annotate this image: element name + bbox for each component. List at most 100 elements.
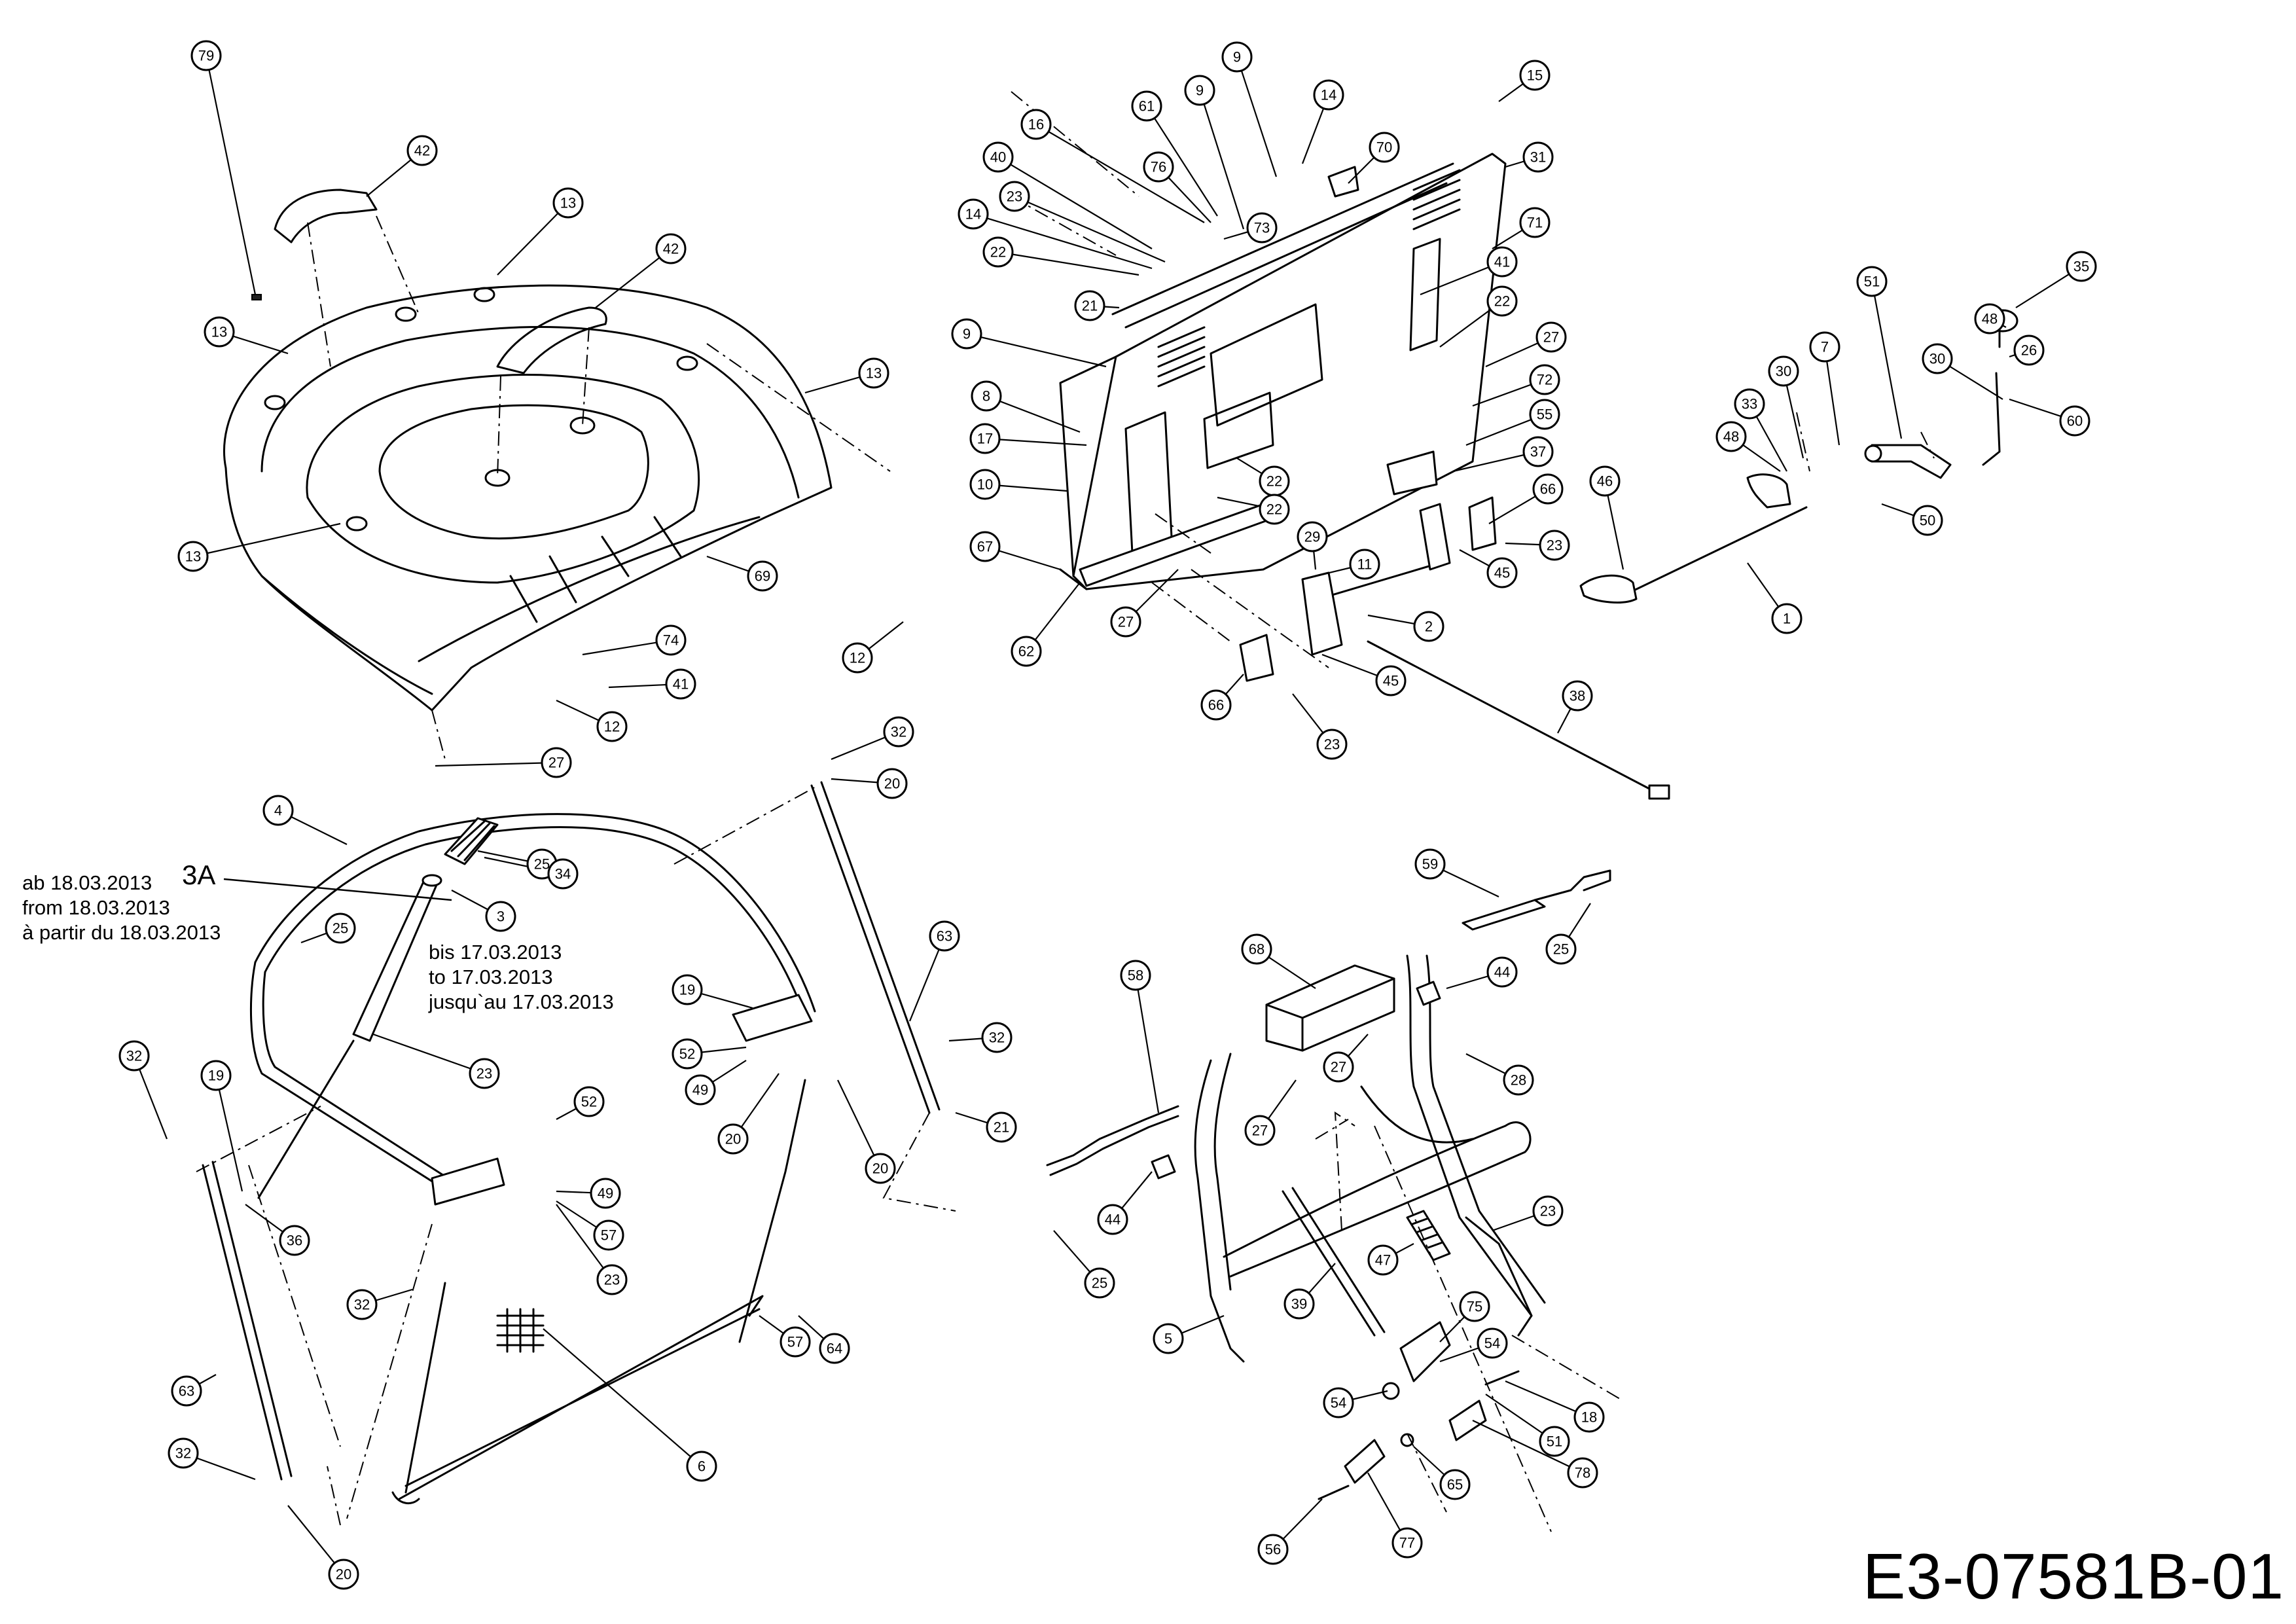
callout-number: 25 <box>1092 1275 1107 1291</box>
part-callout-63: 63 <box>171 1375 202 1407</box>
hood-mount-5 <box>346 516 368 532</box>
callout-number: 46 <box>1597 473 1613 490</box>
part-callout-6: 6 <box>686 1451 717 1482</box>
part-callout-54: 54 <box>1477 1327 1508 1359</box>
callout-number: 18 <box>1581 1409 1597 1426</box>
callout-number: 61 <box>1139 98 1155 115</box>
shift-rod-1 <box>1628 506 1808 594</box>
callout-balloon <box>1131 90 1162 122</box>
bracket-70 <box>1327 166 1359 198</box>
callout-balloon <box>1375 665 1407 696</box>
callout-number: 31 <box>1530 149 1546 166</box>
callout-balloon <box>1020 109 1052 140</box>
pedal-rod-58 <box>1046 1105 1179 1176</box>
hood-handle-lower <box>496 306 607 374</box>
leader-line <box>986 395 1081 433</box>
part-callout-23: 23 <box>1539 530 1570 561</box>
callout-number: 37 <box>1530 444 1546 460</box>
pedal-assembly-lines <box>1315 1111 1624 1532</box>
leader-line <box>435 761 557 767</box>
frame-assembly-lines <box>196 785 956 1526</box>
callout-balloon <box>1535 321 1567 353</box>
callout-balloon <box>672 1038 703 1070</box>
dashboard-side-edge <box>1059 355 1117 590</box>
callout-balloon <box>1413 611 1444 642</box>
callout-balloon <box>1519 60 1551 91</box>
part-callout-9: 9 <box>951 318 982 350</box>
pedal-assembly <box>1046 869 1624 1532</box>
part-callout-51: 51 <box>1539 1426 1570 1457</box>
callout-number: 52 <box>581 1094 597 1110</box>
callout-balloon <box>2059 405 2090 437</box>
part-callout-4: 4 <box>262 795 294 826</box>
pedal-knob-44-upper <box>1416 981 1441 1006</box>
callout-number: 7 <box>1821 339 1829 355</box>
callout-balloon <box>1715 421 1747 452</box>
callout-balloon <box>171 1375 202 1407</box>
pedal-plate-75 <box>1399 1321 1451 1382</box>
frame-tube-3-end <box>422 874 442 887</box>
part-callouts: 7942134213131369127441122791514701696140… <box>118 40 2097 1590</box>
callout-number: 27 <box>1118 614 1134 630</box>
part-callout-27: 27 <box>1110 606 1141 638</box>
hood-front-lip <box>260 516 761 695</box>
part-callout-20: 20 <box>717 1123 749 1155</box>
callout-number: 23 <box>1007 189 1022 205</box>
callout-balloon <box>541 747 572 778</box>
part-callout-67: 67 <box>969 531 1001 562</box>
hood-assembly <box>223 189 891 760</box>
part-callout-42: 42 <box>406 135 438 166</box>
callout-number: 30 <box>1776 363 1791 380</box>
callout-number: 75 <box>1467 1299 1482 1315</box>
part-callout-48: 48 <box>1974 303 2005 334</box>
part-callout-75: 75 <box>1459 1291 1490 1322</box>
callout-number: 23 <box>1540 1203 1556 1219</box>
hood-mount-1 <box>395 306 417 322</box>
part-callout-16: 16 <box>1020 109 1052 140</box>
callout-balloon <box>1244 1115 1276 1146</box>
callout-number: 15 <box>1527 67 1543 84</box>
callout-number: 70 <box>1376 139 1392 156</box>
part-callout-55: 55 <box>1529 399 1560 430</box>
callout-balloon <box>1573 1401 1605 1433</box>
callout-number: 35 <box>2073 259 2089 275</box>
callout-balloon <box>1391 1527 1423 1559</box>
part-callout-25: 25 <box>1545 933 1577 965</box>
callout-number: 9 <box>1196 82 1204 99</box>
callout-balloon <box>1120 960 1151 991</box>
callout-balloon <box>1349 549 1380 580</box>
leader-lines <box>133 55 2082 1575</box>
callout-balloon <box>1734 388 1765 420</box>
dashboard-window-2 <box>1203 391 1274 469</box>
callout-number: 10 <box>977 477 993 493</box>
callout-balloon <box>279 1225 310 1256</box>
part-callout-28: 28 <box>1503 1064 1534 1096</box>
callout-number: 20 <box>725 1131 741 1147</box>
part-callout-10: 10 <box>969 469 1001 500</box>
callout-number: 13 <box>866 365 882 382</box>
pedal-frame-5-left <box>1194 1053 1245 1363</box>
callout-balloon <box>883 716 914 748</box>
part-callout-57: 57 <box>593 1219 624 1251</box>
callout-number: 55 <box>1537 406 1552 423</box>
callout-number: 74 <box>663 632 679 649</box>
part-callout-73: 73 <box>1246 212 1278 244</box>
callout-number: 44 <box>1494 964 1510 981</box>
callout-number: 72 <box>1537 372 1552 388</box>
callout-number: 9 <box>1233 49 1241 65</box>
callout-balloon <box>1367 1244 1399 1276</box>
callout-number: 5 <box>1164 1331 1172 1347</box>
callout-number: 22 <box>1266 473 1282 490</box>
pedal-crossbar-2 <box>1360 1085 1474 1144</box>
callout-balloon <box>1974 303 2005 334</box>
part-callout-5: 5 <box>1153 1323 1184 1354</box>
callout-balloon <box>1522 436 1554 467</box>
callout-number: 22 <box>1266 501 1282 518</box>
part-callout-12: 12 <box>842 642 873 674</box>
revision-part-3a: 3A <box>182 859 216 890</box>
part-callout-32: 32 <box>883 716 914 748</box>
pedal-washer-54 <box>1382 1382 1400 1400</box>
part-callout-14: 14 <box>1313 79 1344 111</box>
part-callout-68: 68 <box>1241 933 1272 965</box>
callout-balloon <box>590 1178 621 1209</box>
